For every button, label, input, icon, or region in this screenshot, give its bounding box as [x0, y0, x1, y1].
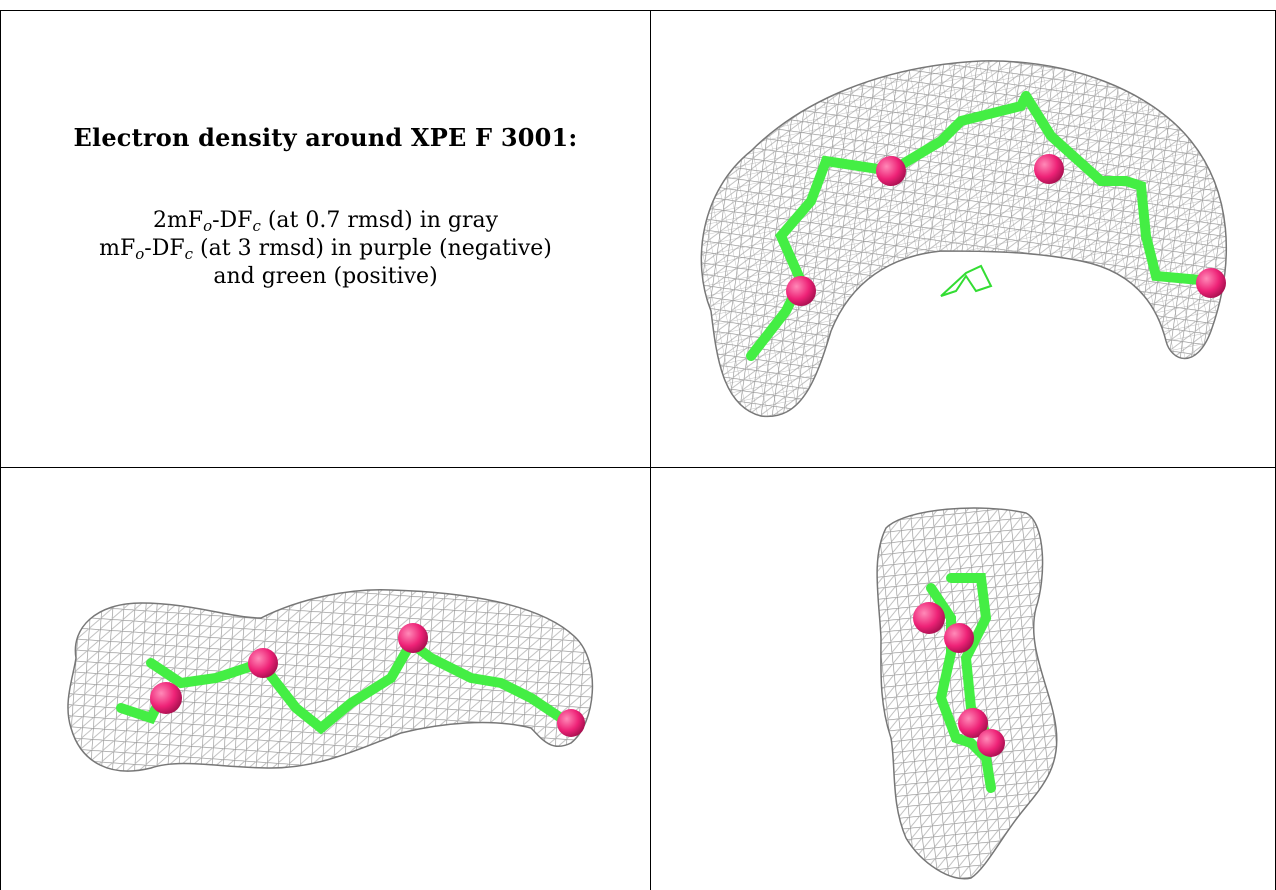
density-top-view: [700, 60, 1228, 418]
caption-text: (at 0.7 rmsd) in gray: [260, 208, 499, 233]
caption-text: (at 3 rmsd) in purple (negative): [193, 236, 552, 261]
caption-subscript: c: [252, 217, 261, 235]
caption-text: -DF: [144, 236, 185, 261]
oxygen-atom: [398, 623, 428, 653]
caption-line-3: and green (positive): [213, 264, 438, 289]
table-border-center: [650, 10, 651, 890]
caption-text: -DF: [212, 208, 253, 233]
oxygen-atom: [248, 648, 278, 678]
caption-subscript: o: [203, 217, 213, 235]
oxygen-atom: [786, 276, 816, 306]
table-border-top: [0, 10, 1276, 11]
table-border-middle: [0, 467, 1276, 468]
figure-title: Electron density around XPE F 3001:: [73, 123, 578, 152]
mesh-envelope: [67, 588, 594, 772]
caption-text: 2mF: [152, 208, 204, 233]
caption-line-1: 2mFo-DFc (at 0.7 rmsd) in gray: [1, 207, 650, 235]
caption-cell: Electron density around XPE F 3001: 2mFo…: [1, 11, 650, 467]
table-border-left: [0, 10, 1, 890]
oxygen-atom: [876, 156, 906, 186]
oxygen-atom: [977, 729, 1005, 757]
density-end-view: [876, 507, 1058, 880]
oxygen-atom: [1034, 154, 1064, 184]
caption-subscript: c: [184, 245, 194, 263]
oxygen-atom: [944, 623, 974, 653]
caption-text: mF: [99, 236, 136, 261]
oxygen-atom: [150, 682, 182, 714]
density-side-view: [67, 588, 594, 772]
oxygen-atom: [913, 602, 945, 634]
oxygen-atom: [557, 709, 585, 737]
oxygen-atom: [958, 708, 988, 738]
positive-difference-density: [940, 264, 993, 297]
caption-subscript: o: [135, 245, 145, 263]
caption-line-2: mFo-DFc (at 3 rmsd) in purple (negative): [1, 235, 650, 263]
oxygen-atom: [1196, 268, 1226, 298]
figure-caption: 2mFo-DFc (at 0.7 rmsd) in gray mFo-DFc (…: [1, 207, 650, 291]
